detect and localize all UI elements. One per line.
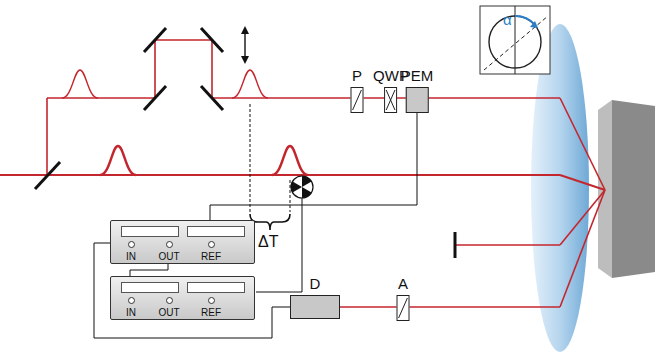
probe-pulse	[232, 70, 268, 98]
chopper-blade	[302, 176, 312, 187]
pem-label: PEM	[401, 67, 434, 84]
delay-label: ΔT	[258, 233, 278, 251]
brace	[250, 214, 290, 230]
terminal-label: IN	[126, 251, 136, 262]
beam	[560, 190, 605, 245]
terminal-jack	[166, 241, 173, 248]
dashed-marker	[250, 104, 251, 212]
pump-pulse	[272, 146, 308, 175]
terminal-label: OUT	[158, 251, 179, 262]
beam	[46, 98, 48, 175]
meter-display	[121, 282, 179, 293]
sample-face	[612, 100, 655, 278]
meter-display	[187, 282, 245, 293]
chopper-blade	[291, 182, 302, 193]
inset-frame	[480, 6, 550, 74]
signal-cable	[130, 264, 168, 276]
arrowhead	[530, 21, 538, 28]
meter-display	[121, 226, 179, 237]
photoelastic-modulator: PEM	[401, 67, 434, 113]
dashed-marker	[290, 180, 291, 212]
lock-in-amplifier: IN OUT REF	[110, 220, 255, 264]
analyzer-label: A	[398, 275, 408, 292]
reference-cable	[256, 198, 302, 292]
terminal-label: REF	[201, 251, 221, 262]
element-marking	[386, 88, 397, 112]
marking-line	[387, 90, 396, 110]
terminal-label: REF	[201, 307, 221, 318]
detector-body	[290, 295, 340, 319]
arrowhead	[241, 26, 249, 34]
marking-line	[353, 90, 362, 110]
meter-display	[187, 226, 245, 237]
arrowhead	[241, 56, 249, 64]
terminal-label: OUT	[158, 307, 179, 318]
mirror	[201, 86, 223, 110]
detector-label: D	[310, 275, 321, 292]
probe-pulse	[62, 70, 98, 98]
polarizer: P	[351, 67, 364, 113]
signal-cable	[210, 113, 417, 220]
marking-line	[399, 298, 408, 318]
mirror	[144, 86, 166, 110]
terminal-jack	[208, 297, 215, 304]
polarizer-body	[351, 87, 364, 113]
mirror	[144, 28, 166, 52]
terminal-jack	[208, 241, 215, 248]
angle-label: α	[503, 12, 512, 29]
lock-in-amplifier: IN OUT REF	[110, 276, 255, 320]
mirror	[201, 28, 223, 52]
beam-block	[454, 232, 457, 258]
terminal-jack	[128, 297, 135, 304]
beam	[340, 306, 560, 308]
polarizer-label: P	[352, 67, 362, 84]
beam	[0, 174, 560, 176]
analyzer-body	[397, 295, 410, 321]
marking-line	[387, 90, 396, 110]
detector: D	[290, 275, 340, 319]
terminal-label: IN	[126, 307, 136, 318]
element-marking	[398, 296, 409, 320]
polarization-axis	[484, 16, 548, 70]
translation-arrow	[244, 32, 245, 58]
terminal-jack	[166, 297, 173, 304]
terminal-jack	[128, 241, 135, 248]
beam	[560, 98, 605, 190]
beam	[456, 244, 560, 246]
quarter-wave-plate-body	[385, 87, 398, 113]
angle-arc	[515, 16, 535, 25]
beam	[560, 190, 605, 307]
beamsplitter	[35, 162, 60, 189]
element-marking	[352, 88, 363, 112]
chopper	[291, 176, 313, 198]
pump-pulse	[100, 146, 136, 175]
analyzer: A	[397, 275, 410, 321]
chopper-blade	[302, 187, 312, 198]
photoelastic-modulator-body	[405, 87, 428, 113]
